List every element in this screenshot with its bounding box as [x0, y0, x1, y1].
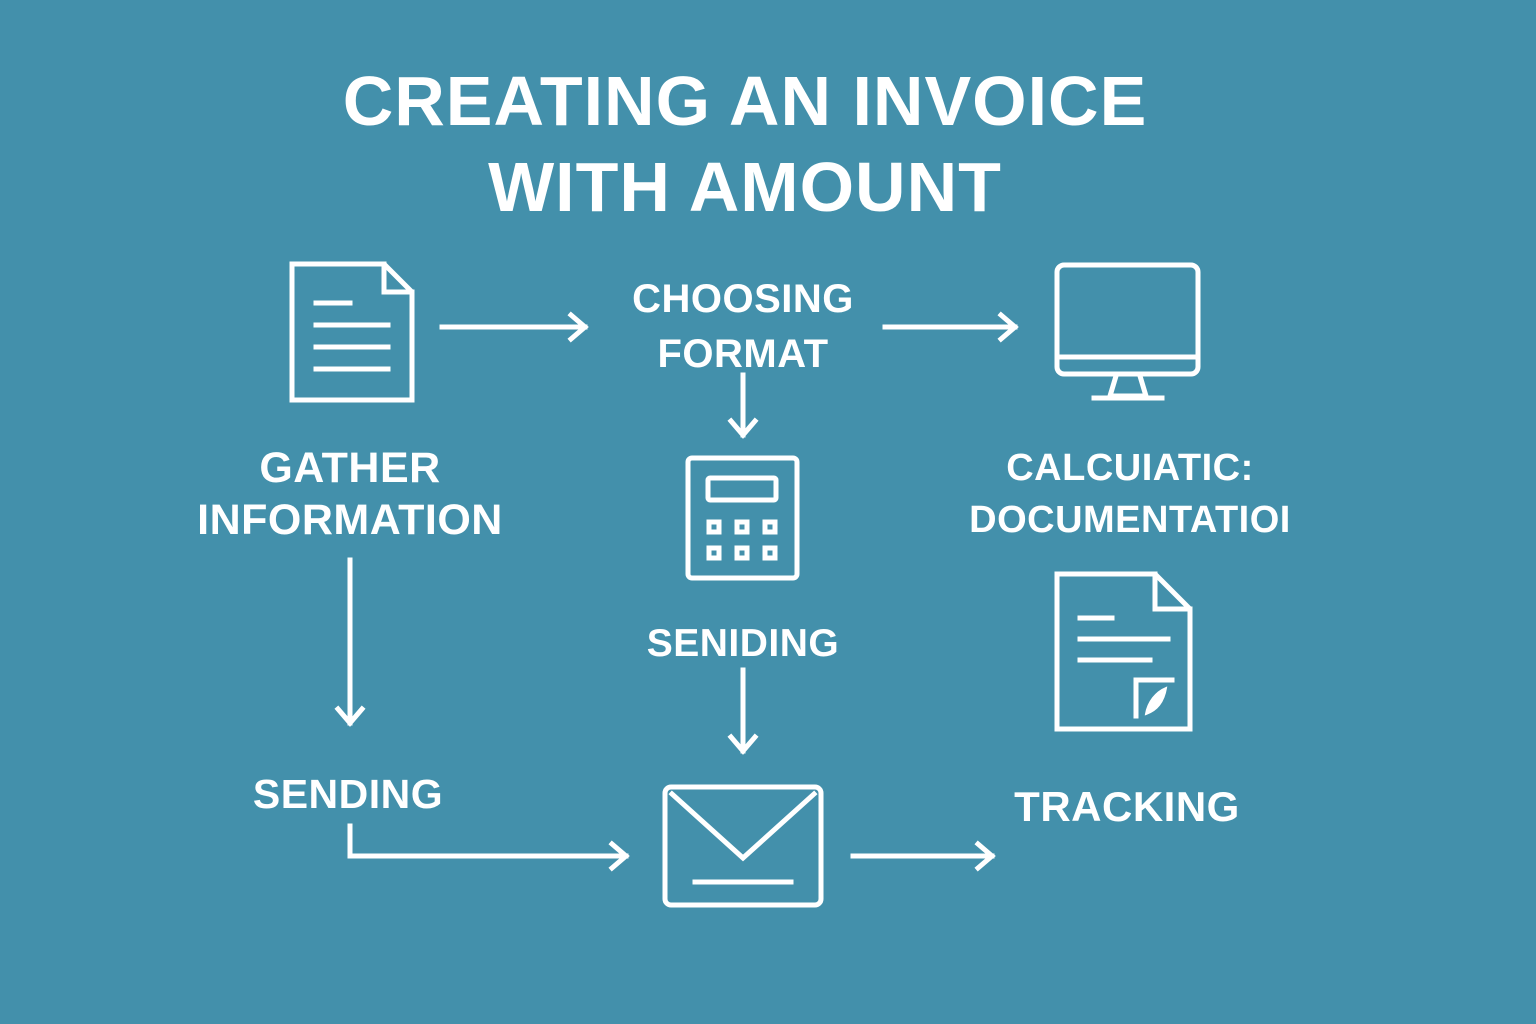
tracking-label: TRACKING	[1014, 783, 1240, 830]
gather-line-2: INFORMATION	[197, 496, 503, 544]
signed-document-icon	[1054, 571, 1193, 732]
calc-line-1: CALCUIATIC:	[1006, 447, 1254, 489]
choosing-format-label: CHOOSING FORMAT	[593, 272, 893, 382]
document-icon	[289, 261, 415, 403]
gather-line-1: GATHER	[259, 444, 441, 492]
gather-information-label: GATHER INFORMATION	[180, 442, 520, 546]
calculator-icon	[685, 455, 800, 581]
choosing-line-1: CHOOSING	[632, 277, 854, 321]
arrow-gather-down	[334, 557, 366, 727]
sending-label: SENDING	[252, 771, 444, 817]
arrow-sending-to-envelope	[347, 823, 630, 872]
diagram-title: CREATING AN INVOICE WITH AMOUNT	[0, 58, 1490, 230]
title-line-2: WITH AMOUNT	[488, 148, 1002, 226]
title-line-1: CREATING AN INVOICE	[342, 62, 1148, 140]
seniding-label: SENIDING	[646, 622, 840, 665]
calculation-documentation-label: CALCUIATIC: DOCUMENTATIOI	[960, 442, 1300, 546]
arrow-gather-to-choosing	[439, 311, 589, 343]
choosing-line-2: FORMAT	[657, 332, 829, 376]
monitor-icon	[1054, 262, 1201, 401]
calc-line-2: DOCUMENTATIOI	[969, 499, 1291, 541]
arrow-choosing-to-monitor	[882, 311, 1019, 343]
arrow-choosing-to-calculator	[727, 372, 759, 439]
envelope-icon	[662, 784, 824, 908]
arrow-seniding-to-envelope	[727, 667, 759, 755]
arrow-envelope-to-tracking	[850, 840, 996, 872]
